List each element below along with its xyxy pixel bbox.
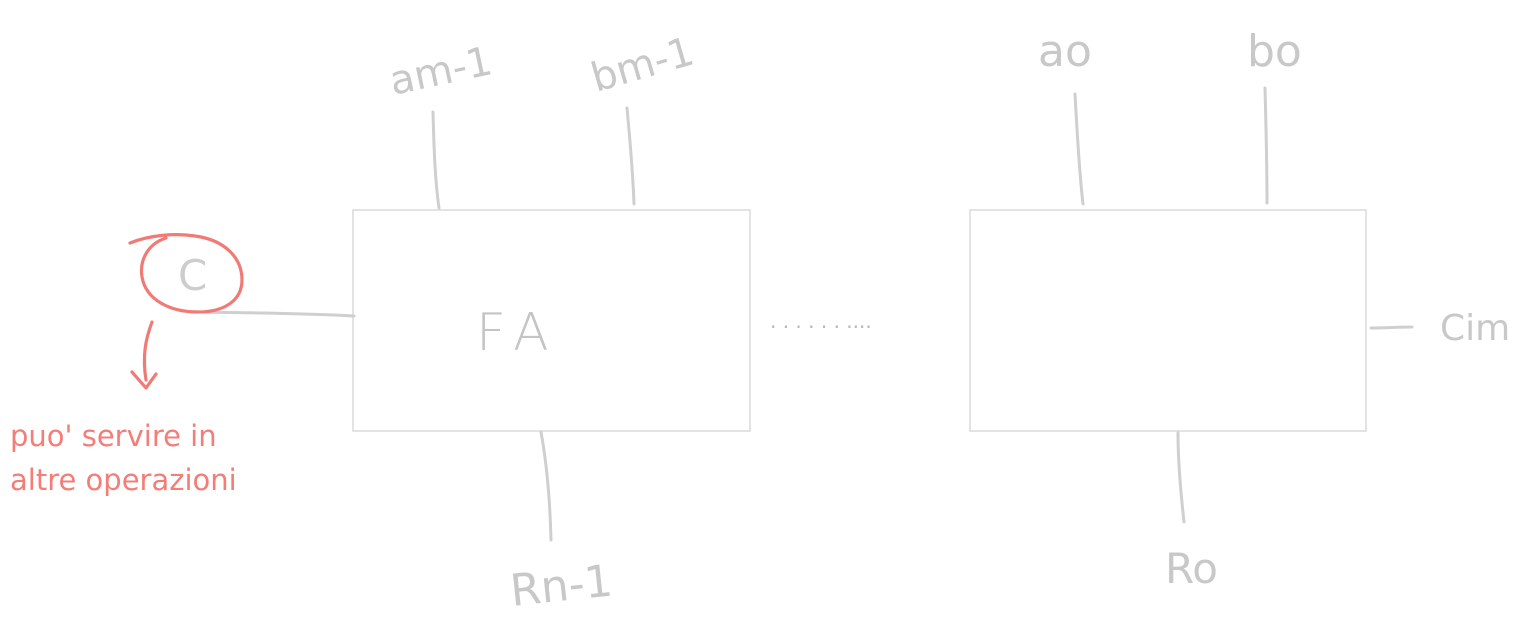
full-adder-box-lsb bbox=[969, 209, 1367, 432]
wire-r-msb bbox=[539, 430, 553, 542]
label-cin: Cim bbox=[1440, 308, 1510, 349]
label-fa: FA bbox=[476, 303, 561, 363]
full-adder-box-msb bbox=[352, 209, 751, 432]
carry-highlight-circle bbox=[128, 233, 244, 314]
wire-carry-out bbox=[196, 310, 356, 318]
note-arrow-head bbox=[130, 370, 158, 390]
note-line-2: altre operazioni bbox=[10, 463, 237, 497]
wire-a-lsb bbox=[1073, 92, 1085, 206]
label-r-msb: Rn-1 bbox=[508, 556, 615, 617]
wire-b-msb bbox=[625, 106, 636, 206]
note-line-1: puo' servire in bbox=[10, 419, 217, 453]
wire-b-lsb bbox=[1263, 86, 1269, 205]
wire-r-lsb bbox=[1176, 431, 1186, 524]
label-b-msb: bm-1 bbox=[586, 29, 699, 102]
label-a-msb: am-1 bbox=[386, 38, 497, 104]
wire-a-msb bbox=[431, 110, 441, 210]
label-carry-out: C bbox=[178, 251, 207, 300]
ellipsis-dots: . . . . . . .... bbox=[770, 309, 872, 333]
label-a-lsb: ao bbox=[1038, 26, 1092, 77]
label-r-lsb: Ro bbox=[1165, 544, 1218, 593]
label-b-lsb: bo bbox=[1247, 26, 1302, 77]
note-arrow-shaft bbox=[142, 320, 154, 382]
wire-cin bbox=[1369, 325, 1414, 330]
